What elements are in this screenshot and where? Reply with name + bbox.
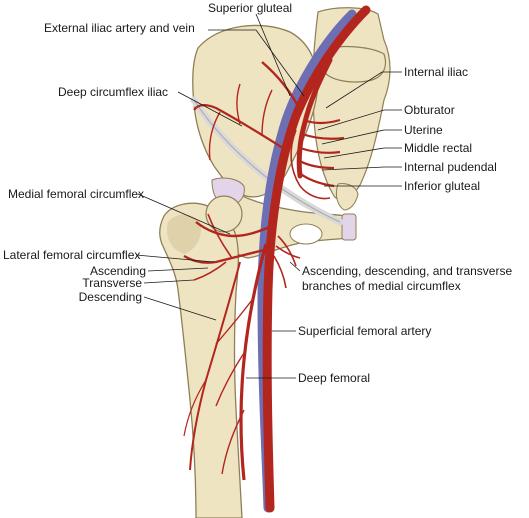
leader-medial-femoral-circumflex bbox=[137, 193, 231, 235]
leader-uterine bbox=[321, 129, 402, 145]
leader-external-iliac bbox=[208, 29, 305, 97]
label-medial-femoral-circumflex: Medial femoral circumflex bbox=[8, 187, 144, 201]
label-asc-desc-trans-line2: branches of medial circumflex bbox=[302, 279, 461, 293]
iliac-branch-3 bbox=[208, 111, 221, 161]
lumbar-vertebra bbox=[325, 45, 387, 83]
leader-asc-desc-trans bbox=[289, 261, 301, 272]
label-external-iliac: External iliac artery and vein bbox=[44, 21, 195, 35]
iliac-branch-2 bbox=[261, 89, 273, 137]
sacrum bbox=[312, 7, 391, 201]
perforating-branch-1 bbox=[215, 299, 253, 345]
leader-lines bbox=[135, 13, 402, 379]
ligaments bbox=[190, 96, 344, 226]
pubic-symphysis bbox=[341, 213, 357, 241]
label-deep-circumflex-iliac: Deep circumflex iliac bbox=[58, 85, 168, 99]
deep-femoral-artery bbox=[239, 243, 268, 481]
common-iliac-femoral-artery bbox=[262, 5, 371, 513]
inferior-gluteal-artery bbox=[297, 171, 335, 188]
leader-obturator bbox=[317, 109, 402, 131]
lateral-circumflex-transverse bbox=[193, 261, 227, 281]
deep-circumflex-iliac-artery bbox=[193, 104, 287, 151]
label-internal-pudendal: Internal pudendal bbox=[404, 160, 497, 174]
leader-deep-circumflex-iliac bbox=[177, 91, 243, 127]
lateral-circumflex-descending bbox=[189, 261, 241, 471]
label-uterine: Uterine bbox=[404, 123, 443, 137]
uterine-artery bbox=[301, 132, 345, 140]
lateral-circumflex-ascending bbox=[207, 213, 233, 259]
label-deep-femoral: Deep femoral bbox=[298, 371, 370, 385]
label-superior-gluteal: Superior gluteal bbox=[208, 1, 292, 15]
label-superficial-femoral: Superficial femoral artery bbox=[298, 324, 431, 338]
internal-pudendal-artery bbox=[297, 159, 335, 170]
label-obturator: Obturator bbox=[404, 103, 455, 117]
greater-trochanter bbox=[166, 214, 202, 254]
label-descending: Descending bbox=[79, 290, 142, 304]
pelvic-branch-loop bbox=[290, 129, 331, 200]
muscular-branch bbox=[183, 379, 207, 437]
perforating-branch-3 bbox=[221, 409, 245, 475]
label-ascending: Ascending bbox=[90, 264, 146, 278]
leader-lateral-femoral-circumflex bbox=[135, 254, 215, 263]
iliac-branch-1 bbox=[236, 83, 241, 125]
medial-circumflex-descending bbox=[273, 255, 287, 289]
leader-superior-gluteal bbox=[255, 13, 291, 97]
label-asc-desc-trans-line1: Ascending, descending, and transverse bbox=[302, 264, 512, 278]
leader-descending bbox=[143, 296, 217, 321]
medial-circumflex-transverse bbox=[275, 245, 301, 259]
femur bbox=[159, 202, 243, 518]
label-internal-iliac: Internal iliac bbox=[404, 65, 468, 79]
middle-rectal-artery bbox=[299, 146, 341, 154]
perforating-branch-2 bbox=[215, 349, 247, 407]
label-transverse: Transverse bbox=[82, 276, 142, 290]
medial-femoral-circumflex-artery bbox=[195, 221, 273, 238]
coccyx bbox=[335, 183, 359, 211]
bones bbox=[159, 7, 391, 518]
leader-middle-rectal bbox=[323, 147, 402, 159]
obturator-foramen bbox=[289, 223, 323, 245]
leader-internal-pudendal bbox=[321, 166, 402, 171]
medial-circumflex-ascending bbox=[277, 235, 297, 267]
label-middle-rectal: Middle rectal bbox=[404, 141, 472, 155]
label-lateral-femoral-circumflex: Lateral femoral circumflex bbox=[3, 248, 140, 262]
vessels bbox=[183, 5, 371, 513]
femoral-head bbox=[205, 195, 243, 233]
leader-ascending bbox=[147, 267, 209, 272]
leader-internal-iliac bbox=[325, 71, 402, 109]
labels: Superior gluteal External iliac artery a… bbox=[3, 1, 512, 385]
inguinal-ligament-edge bbox=[193, 99, 341, 223]
superior-gluteal-artery bbox=[261, 61, 302, 111]
leader-transverse bbox=[143, 279, 195, 284]
obturator-artery bbox=[303, 118, 341, 125]
label-inferior-gluteal: Inferior gluteal bbox=[404, 179, 480, 193]
